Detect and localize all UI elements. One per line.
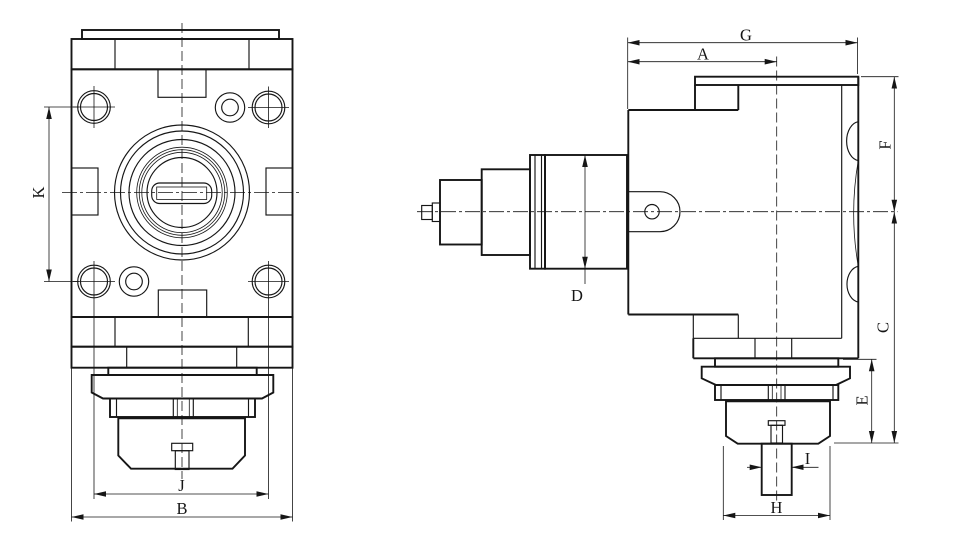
dim-label-D: D bbox=[571, 286, 583, 305]
side-ring-seams bbox=[720, 385, 834, 400]
front-flange bbox=[90, 374, 275, 400]
shaft-cylinder-small bbox=[439, 179, 483, 246]
front-collet-nut bbox=[117, 417, 246, 470]
front-right-notch bbox=[265, 167, 294, 216]
side-view: G A D F C E I H bbox=[417, 26, 899, 520]
front-view: K J B bbox=[29, 23, 302, 522]
dim-label-E: E bbox=[853, 395, 872, 405]
front-plain-hole-top bbox=[214, 92, 246, 123]
side-mount-plate2 bbox=[692, 338, 859, 360]
side-clamp-slot-arcs bbox=[846, 121, 859, 303]
front-neck-strip bbox=[107, 366, 258, 376]
dim-label-F: F bbox=[876, 140, 895, 149]
dim-FCE-extensions bbox=[834, 76, 899, 444]
dim-label-K: K bbox=[29, 186, 48, 198]
side-housing-outline bbox=[627, 75, 860, 496]
front-ring-key-inner bbox=[176, 398, 190, 417]
front-ring bbox=[109, 397, 256, 418]
shaft-tip-collar bbox=[431, 202, 441, 223]
dim-H-extensions bbox=[722, 446, 831, 520]
shaft-tip-pin bbox=[421, 204, 433, 221]
dim-J-extensions bbox=[93, 261, 269, 499]
dim-label-H: H bbox=[771, 498, 783, 517]
front-plate-seams bbox=[114, 39, 250, 417]
side-plate2-seams bbox=[754, 338, 793, 359]
shaft-cylinder-mid bbox=[480, 168, 531, 256]
front-dimensions: K J B bbox=[29, 106, 293, 522]
dim-G-extensions bbox=[627, 37, 858, 109]
side-body-step bbox=[692, 85, 843, 339]
side-collet-nut bbox=[725, 400, 831, 445]
dim-label-A: A bbox=[697, 45, 709, 64]
dim-B-extensions bbox=[71, 368, 293, 522]
front-ring-key bbox=[172, 397, 194, 418]
side-clamp-slot-wall bbox=[853, 160, 859, 267]
dim-label-I: I bbox=[805, 449, 811, 468]
dim-label-B: B bbox=[176, 499, 187, 518]
dim-label-G: G bbox=[740, 26, 752, 45]
dim-label-C: C bbox=[874, 322, 893, 333]
side-body-edges bbox=[627, 76, 860, 359]
front-bolt-holes bbox=[73, 86, 289, 299]
side-dimensions: G A D F C E I H bbox=[571, 26, 899, 520]
side-flange bbox=[700, 365, 851, 386]
front-plain-hole-bottom bbox=[118, 266, 150, 297]
bolt-hole-crosshairs bbox=[73, 86, 289, 282]
side-ring-key-inner bbox=[771, 385, 782, 400]
side-clamp-lug bbox=[628, 191, 681, 233]
front-top-cap bbox=[81, 29, 280, 40]
front-bottom-notch bbox=[157, 289, 208, 318]
front-left-notch bbox=[70, 167, 99, 216]
dim-label-J: J bbox=[178, 476, 185, 495]
